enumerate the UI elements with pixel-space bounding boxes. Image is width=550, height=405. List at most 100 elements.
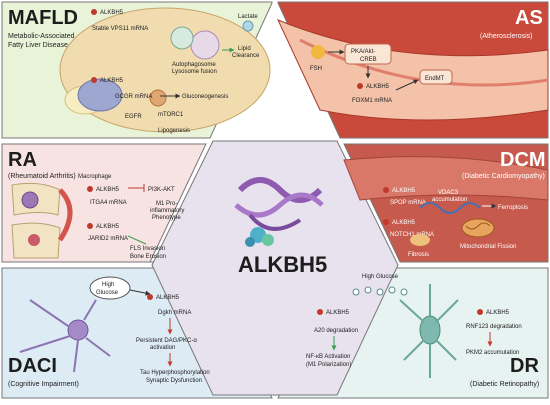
rnf123-degradation: RNF123 degradation — [466, 324, 522, 330]
nfkb-line2: (M1 Polarization) — [306, 362, 351, 368]
mafld-alkbh5-b: ALKBH5 — [100, 78, 124, 84]
mitochondria — [149, 89, 167, 107]
center-title: ALKBH5 — [238, 252, 327, 277]
m1-line2: inflammatory — [150, 208, 184, 214]
dgkh-mrna: Dgkh mRNA — [158, 310, 191, 316]
m6a-icon — [91, 77, 97, 83]
daci-hg-1: High — [102, 282, 114, 288]
synovium — [57, 188, 73, 242]
dr-hg: High Glucose — [362, 274, 399, 280]
endmt-label: EndMT — [425, 76, 445, 82]
fibrosis: Fibrosis — [408, 252, 429, 258]
macrophage-cell — [21, 191, 39, 209]
mito-fission: Mitochondrial Fission — [460, 244, 516, 250]
daci-alkbh5: ALKBH5 — [156, 295, 180, 301]
fsh-molecule — [311, 45, 325, 59]
mafld-abbr: MAFLD — [8, 7, 78, 29]
as-alkbh5: ALKBH5 — [366, 84, 390, 90]
fibroblast — [410, 234, 430, 246]
vdac3-line1: VDAC3 — [438, 190, 459, 196]
center-hexagon — [151, 140, 399, 396]
foxm1-arrow — [395, 79, 419, 91]
fls-line1: FLS Invasion — [130, 246, 165, 252]
alkbh5-protein-icon — [234, 177, 324, 247]
pka-label-1: PKA/Akt- — [351, 49, 375, 55]
ra-alkbh5-a: ALKBH5 — [96, 187, 120, 193]
autophagosome — [170, 26, 194, 50]
dag-line2: activation — [150, 345, 175, 351]
a20-degradation: A20 degradation — [314, 328, 358, 334]
m6a-icon — [317, 309, 323, 315]
spop-mrna: SPOP mRNA — [390, 200, 426, 206]
fsh-label: FSH — [310, 66, 322, 72]
daci-full: (Cognitive Impairment) — [8, 381, 79, 388]
hg-arrow — [129, 289, 151, 296]
pka-box — [344, 43, 392, 65]
tau-line1: Tau Hyperphosphorylation — [140, 370, 210, 376]
m1-line1: M1 Pro- — [156, 201, 177, 207]
lactate-label: Lactate — [238, 14, 258, 20]
pkm2-accumulation: PKM2 accumulation — [466, 350, 519, 356]
m6a-icon — [383, 219, 389, 225]
daci-abbr: DACI — [8, 355, 57, 377]
mitochondrion — [461, 218, 495, 238]
lipogenesis: Lipogenesis — [158, 128, 190, 134]
macrophage-label: Macrophage — [78, 174, 112, 180]
as-abbr: AS — [515, 7, 543, 29]
autophagosome-label-2: Lysosome fusion — [172, 69, 217, 75]
ferroptosis: Ferroptosis — [498, 205, 528, 211]
dcm-alkbh5-b: ALKBH5 — [392, 220, 416, 226]
myocardium-fiber — [343, 156, 549, 201]
m6a-icon — [477, 309, 483, 315]
notch1-mrna: NOTCH1 mRNA — [390, 232, 434, 238]
jarid2-mrna: JARID2 mRNA — [88, 236, 128, 242]
foxm1-mrna: FOXM1 mRNA — [352, 98, 392, 104]
dna-helix — [419, 202, 481, 214]
pka-label-2: CREB — [360, 57, 377, 63]
dr-full: (Diabetic Retinopathy) — [470, 381, 539, 388]
egfr: EGFR — [125, 114, 142, 120]
m6a-icon — [383, 187, 389, 193]
fls-line2: Bone Erosion — [130, 254, 166, 260]
gcgr-mrna: GCGR mRNA — [115, 94, 152, 100]
m6a-icon — [87, 223, 93, 229]
m6a-icon — [147, 294, 153, 300]
lysosome — [190, 30, 220, 60]
mafld-full-line1: Metabolic-Associated — [8, 33, 75, 40]
endmt-box — [419, 69, 453, 85]
m6a-icon — [91, 9, 97, 15]
pi3k-akt: PI3K-AKT — [148, 187, 175, 193]
fls-inhibit — [127, 235, 147, 245]
neuron — [19, 299, 111, 373]
ra-full: (Rheumatoid Arthritis) — [8, 173, 76, 180]
m1-line3: Phenotype — [152, 215, 181, 221]
ra-alkbh5-b: ALKBH5 — [96, 224, 120, 230]
mitochondrion-cristae — [465, 222, 491, 230]
autophagosome-label-1: Autophagosome — [172, 62, 216, 68]
dcm-full: (Diabetic Cardiomyopathy) — [462, 173, 545, 180]
mafld-alkbh5-a: ALKBH5 — [100, 10, 124, 16]
high-glucose-bubble — [89, 276, 131, 300]
ra-abbr: RA — [8, 149, 37, 171]
dr-alkbh5-b: ALKBH5 — [486, 310, 510, 316]
daci-hg-2: Glucose — [96, 290, 119, 296]
fls-cell — [28, 234, 40, 246]
dr-alkbh5-a: ALKBH5 — [326, 310, 350, 316]
vdac3-line2: accumulation — [432, 197, 467, 203]
mtorc1: mTORC1 — [158, 112, 184, 118]
lactate-dot — [242, 20, 254, 32]
itga4-mrna: ITGA4 mRNA — [90, 200, 127, 206]
dcm-alkbh5-a: ALKBH5 — [392, 188, 416, 194]
dr-abbr: DR — [510, 355, 539, 377]
glucose-dots — [352, 286, 408, 296]
as-full: (Atherosclerosis) — [480, 33, 533, 40]
lipid-label-2: Clearance — [232, 53, 260, 59]
tau-line2: Synaptic Dysfunction — [146, 378, 202, 384]
nucleus — [77, 78, 123, 112]
stable-vps11-mrna: Stable VPS11 mRNA — [92, 26, 148, 32]
mafld-full-line2: Fatty Liver Disease — [8, 42, 68, 49]
dag-line1: Persistent DAG/PKC-α — [136, 338, 197, 344]
nfkb-line1: NF-κB Activation — [306, 354, 350, 360]
